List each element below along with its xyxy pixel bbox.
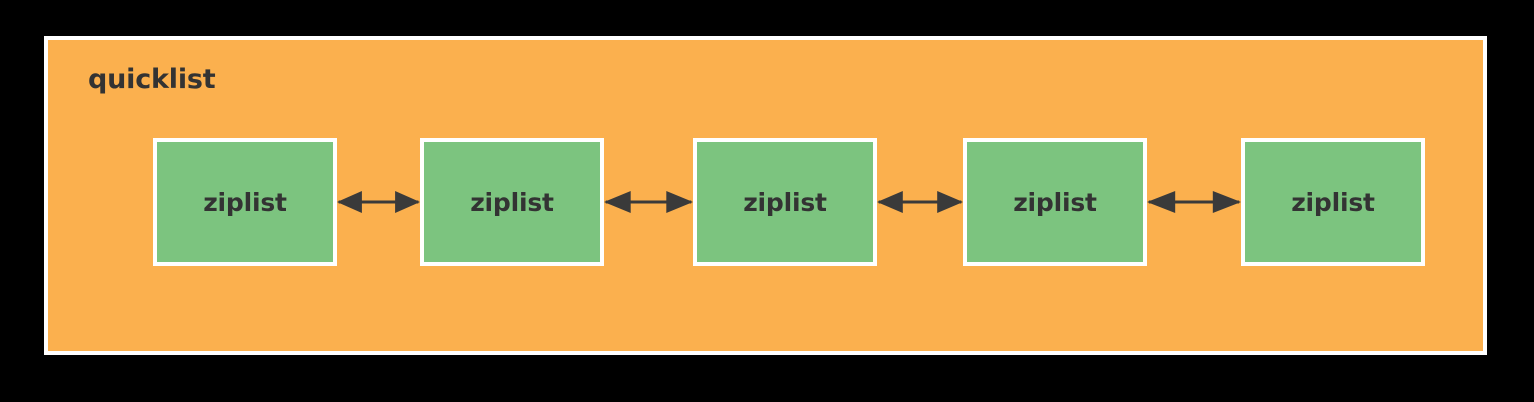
- quicklist-title: quicklist: [88, 64, 216, 95]
- ziplist-node-4-label: ziplist: [1013, 187, 1097, 217]
- double-arrow-icon-1: [337, 190, 420, 214]
- ziplist-node-4: ziplist: [963, 138, 1147, 266]
- ziplist-node-1: ziplist: [153, 138, 337, 266]
- ziplist-node-5: ziplist: [1241, 138, 1425, 266]
- ziplist-node-3: ziplist: [693, 138, 877, 266]
- ziplist-node-2: ziplist: [420, 138, 604, 266]
- ziplist-node-2-label: ziplist: [470, 187, 554, 217]
- ziplist-node-1-label: ziplist: [203, 187, 287, 217]
- ziplist-node-5-label: ziplist: [1291, 187, 1375, 217]
- ziplist-node-3-label: ziplist: [743, 187, 827, 217]
- ziplist-chain: ziplist ziplist ziplis: [153, 138, 1425, 270]
- double-arrow-icon-2: [604, 190, 693, 214]
- double-arrow-icon-3: [877, 190, 963, 214]
- quicklist-container: quicklist ziplist ziplist: [44, 36, 1487, 355]
- double-arrow-icon-4: [1147, 190, 1241, 214]
